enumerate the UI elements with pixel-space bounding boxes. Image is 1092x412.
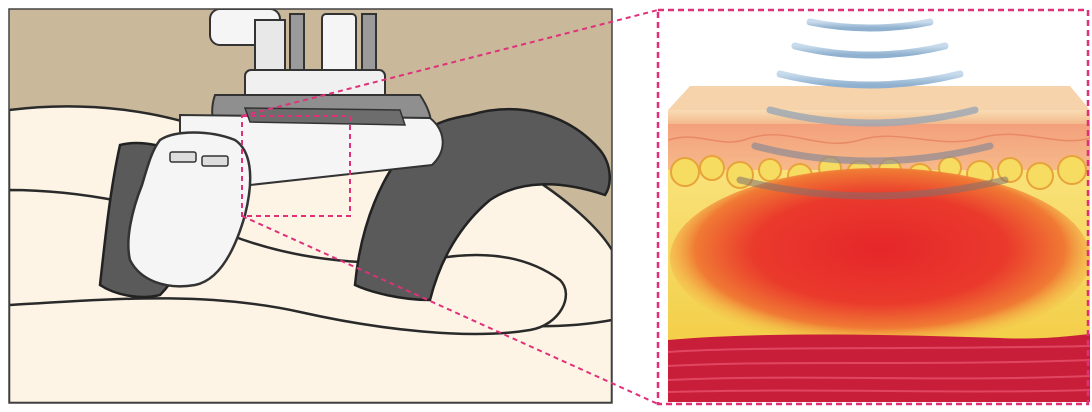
skin-cross-section-panel bbox=[658, 10, 1090, 404]
epidermis-top-surface bbox=[668, 86, 1090, 110]
treatment-illustration-panel bbox=[9, 9, 612, 403]
